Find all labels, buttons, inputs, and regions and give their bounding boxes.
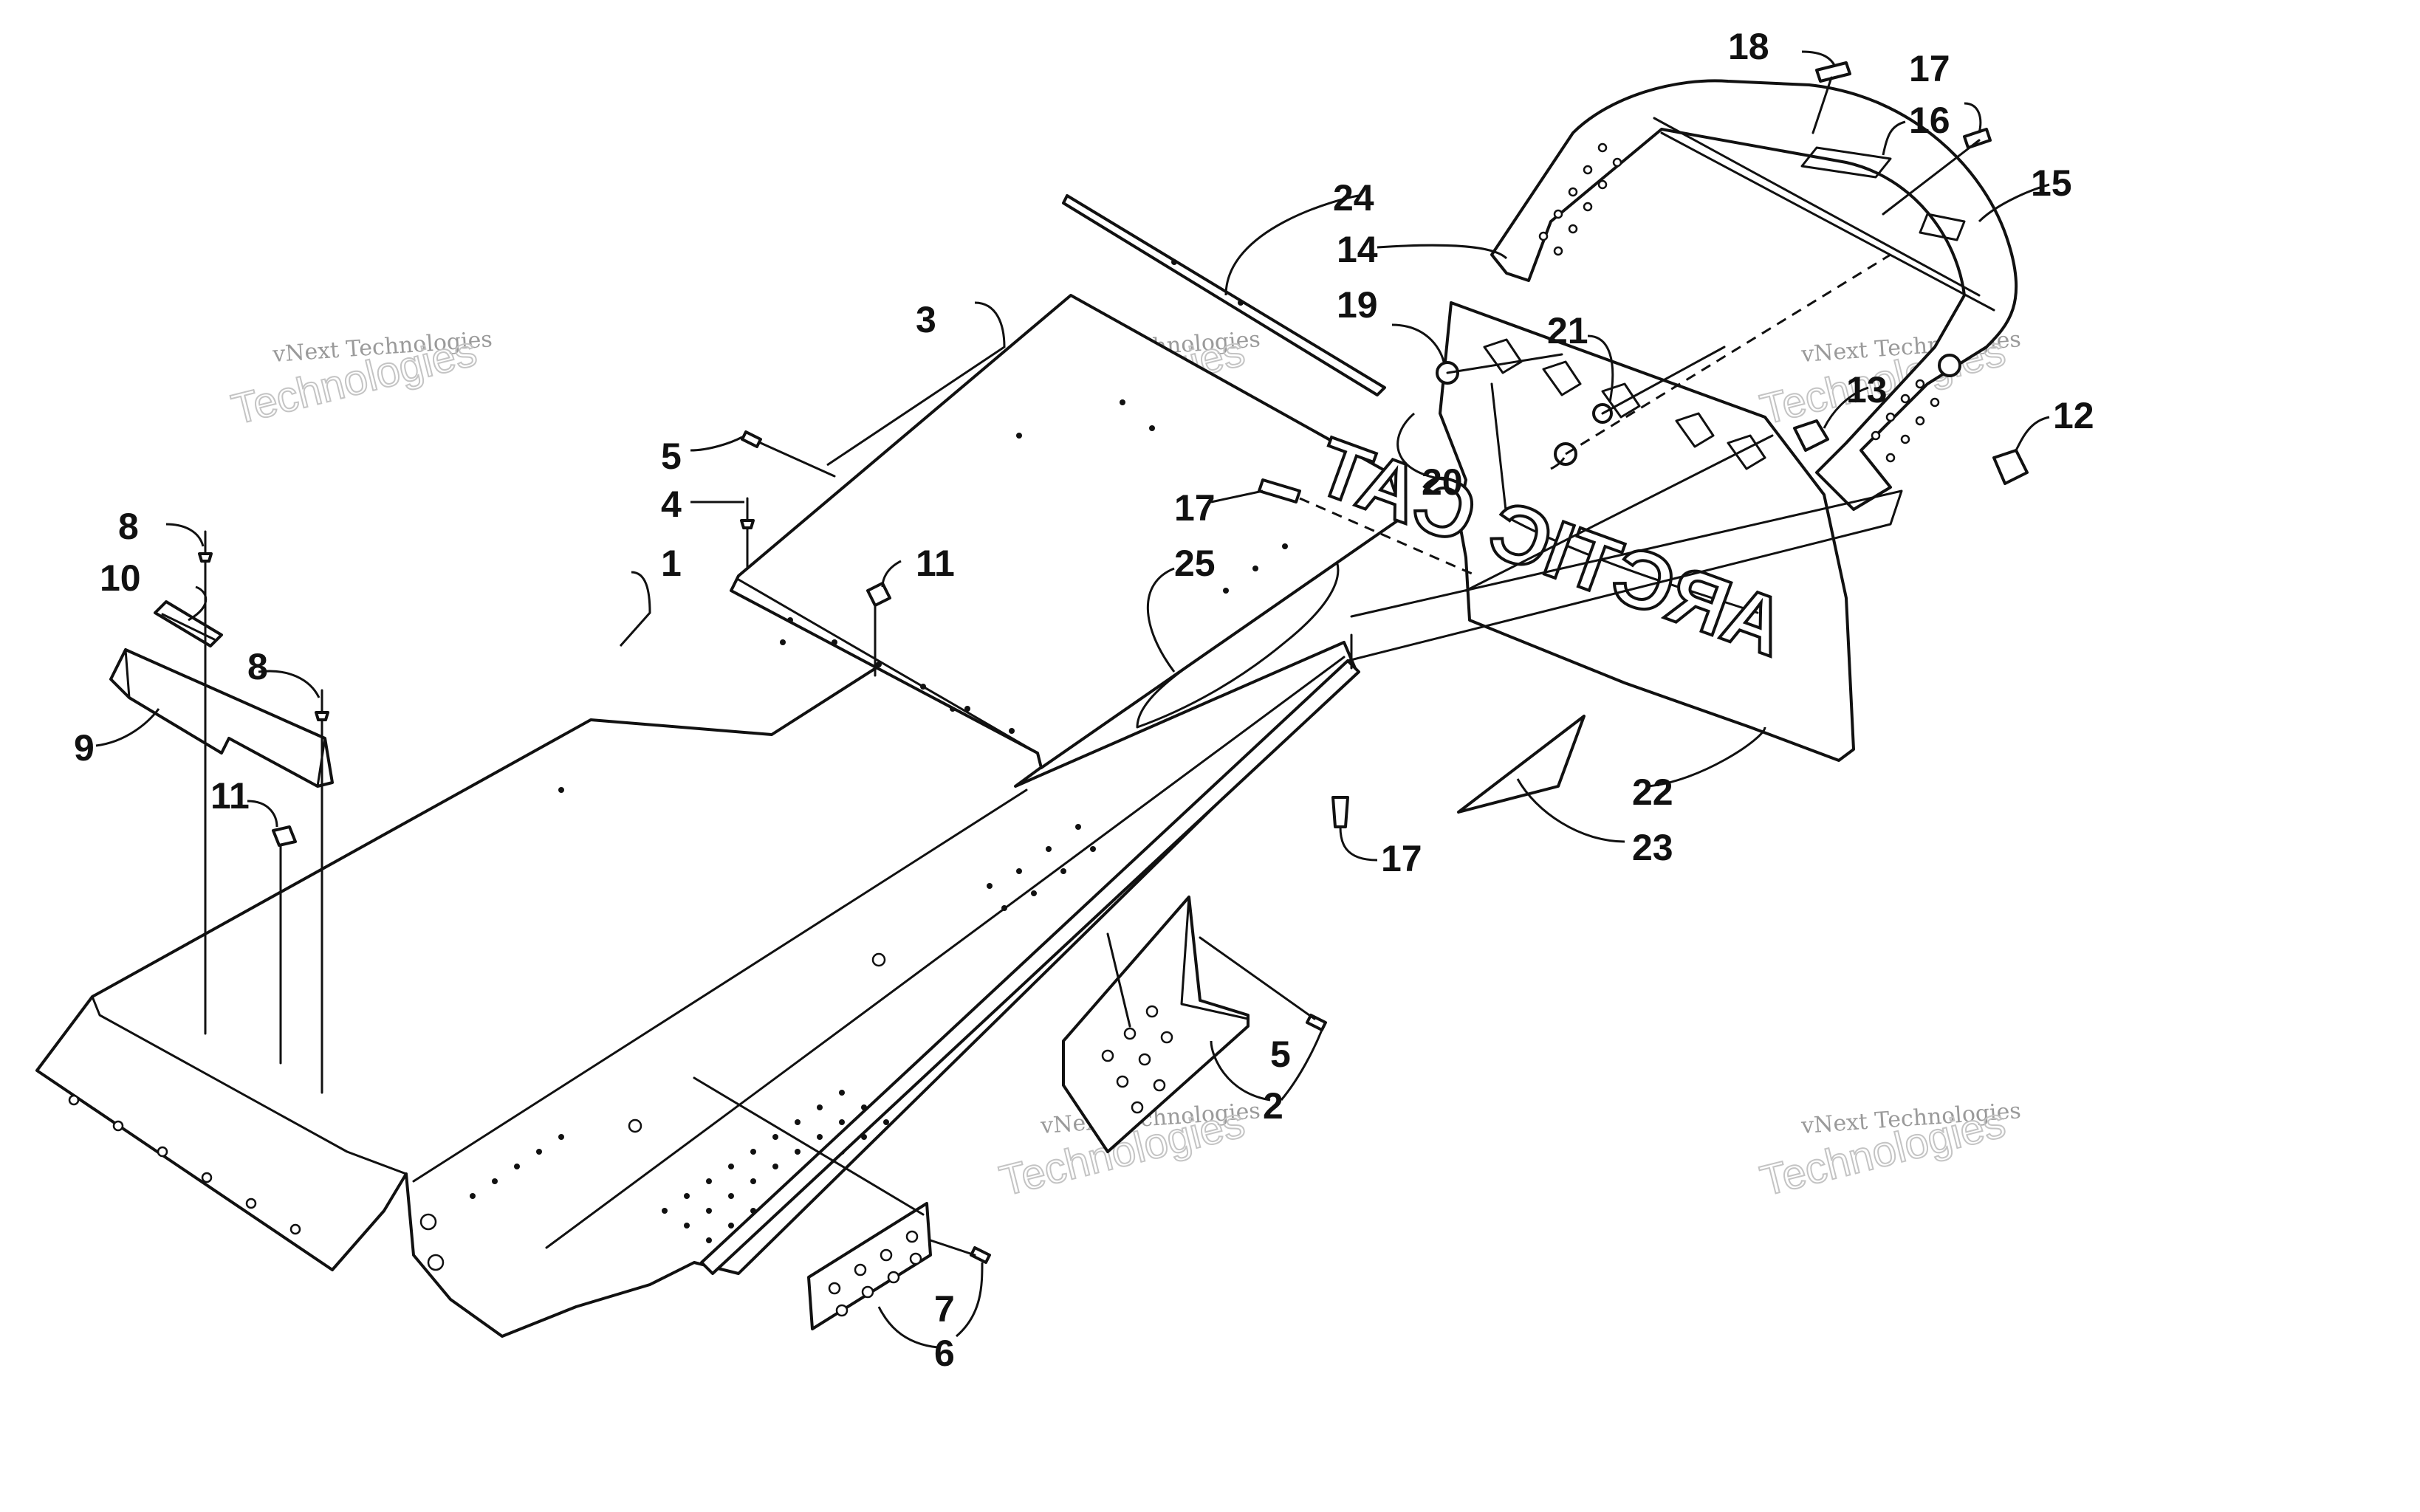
callout-4: 4: [661, 484, 682, 525]
callout-15: 15: [2031, 162, 2072, 204]
deflector-part-24: [1062, 194, 1386, 396]
decal-part-23: [1457, 715, 1586, 814]
plate-part-6: [807, 1202, 932, 1330]
bumper-pad-icon: [866, 582, 891, 607]
bumper-pad-icon: [272, 825, 297, 847]
callout-11: 11: [210, 775, 250, 817]
clip-nut-icon: [1793, 419, 1829, 452]
callout-14: 14: [1337, 229, 1378, 270]
callout-7: 7: [934, 1288, 955, 1330]
callout-9: 9: [74, 727, 95, 769]
callout-18: 18: [1728, 26, 1769, 67]
callout-13: 13: [1846, 369, 1888, 410]
rivet-icon: [970, 1246, 991, 1264]
rear-brace-part-2: [1062, 896, 1250, 1153]
washer-icon: [1938, 354, 1961, 377]
screw-icon: [741, 430, 762, 448]
bolt-icon: [1963, 128, 1992, 149]
callout-1: 1: [661, 543, 682, 584]
flange-holes: [68, 952, 886, 1271]
callout-22: 22: [1632, 772, 1673, 813]
callout-3: 3: [916, 299, 936, 340]
callout-21: 21: [1547, 310, 1588, 351]
callout-20: 20: [1422, 461, 1463, 503]
callouts: 3 1 5 4 8 10 8 9 11 11 17 25 24 14 19 20…: [74, 26, 2094, 1374]
bolt-icon: [1815, 61, 1851, 83]
callout-10: 10: [100, 557, 141, 599]
callout-17: 17: [1909, 48, 1950, 89]
callout-8: 8: [247, 646, 268, 687]
plate-part-10: [154, 600, 223, 647]
callout-25: 25: [1174, 543, 1216, 584]
snowflap-part-22: ARCTIC CAT: [1304, 301, 1855, 762]
callout-23: 23: [1632, 827, 1673, 868]
handle-slot: [1919, 213, 1966, 241]
bumper-holes-right: [1871, 379, 1940, 463]
callout-19: 19: [1337, 284, 1378, 326]
callout-24: 24: [1333, 177, 1374, 219]
callout-5: 5: [1270, 1034, 1291, 1075]
leader-lines: [95, 50, 2050, 1349]
callout-5: 5: [661, 436, 682, 477]
bolt-icon: [1331, 796, 1349, 828]
callout-8: 8: [118, 506, 139, 547]
watermark-top-left: vNext Technologies Technologies: [226, 326, 493, 435]
callout-16: 16: [1909, 100, 1950, 141]
bracket-part-9: [109, 648, 334, 788]
callout-11: 11: [916, 543, 955, 584]
handle-slot: [1800, 146, 1892, 179]
callout-17: 17: [1174, 487, 1216, 529]
callout-2: 2: [1263, 1085, 1283, 1127]
upper-panel-part-3: [730, 294, 1405, 769]
bumper-holes-left: [1538, 142, 1622, 256]
callout-6: 6: [934, 1333, 955, 1374]
bolt-icon: [1258, 478, 1301, 504]
fasteners: [198, 61, 2029, 1264]
screw-icon: [1306, 1014, 1327, 1031]
rear-rail: [700, 659, 1360, 1275]
callout-12: 12: [2053, 395, 2094, 436]
assembly-lines: [204, 76, 1981, 1257]
callout-17: 17: [1381, 838, 1422, 879]
bumper-part-15: [1490, 79, 2018, 511]
watermark-bottom-right: vNext Technologies Technologies: [1755, 1098, 2021, 1206]
clip-nut-icon: [1992, 449, 2029, 485]
